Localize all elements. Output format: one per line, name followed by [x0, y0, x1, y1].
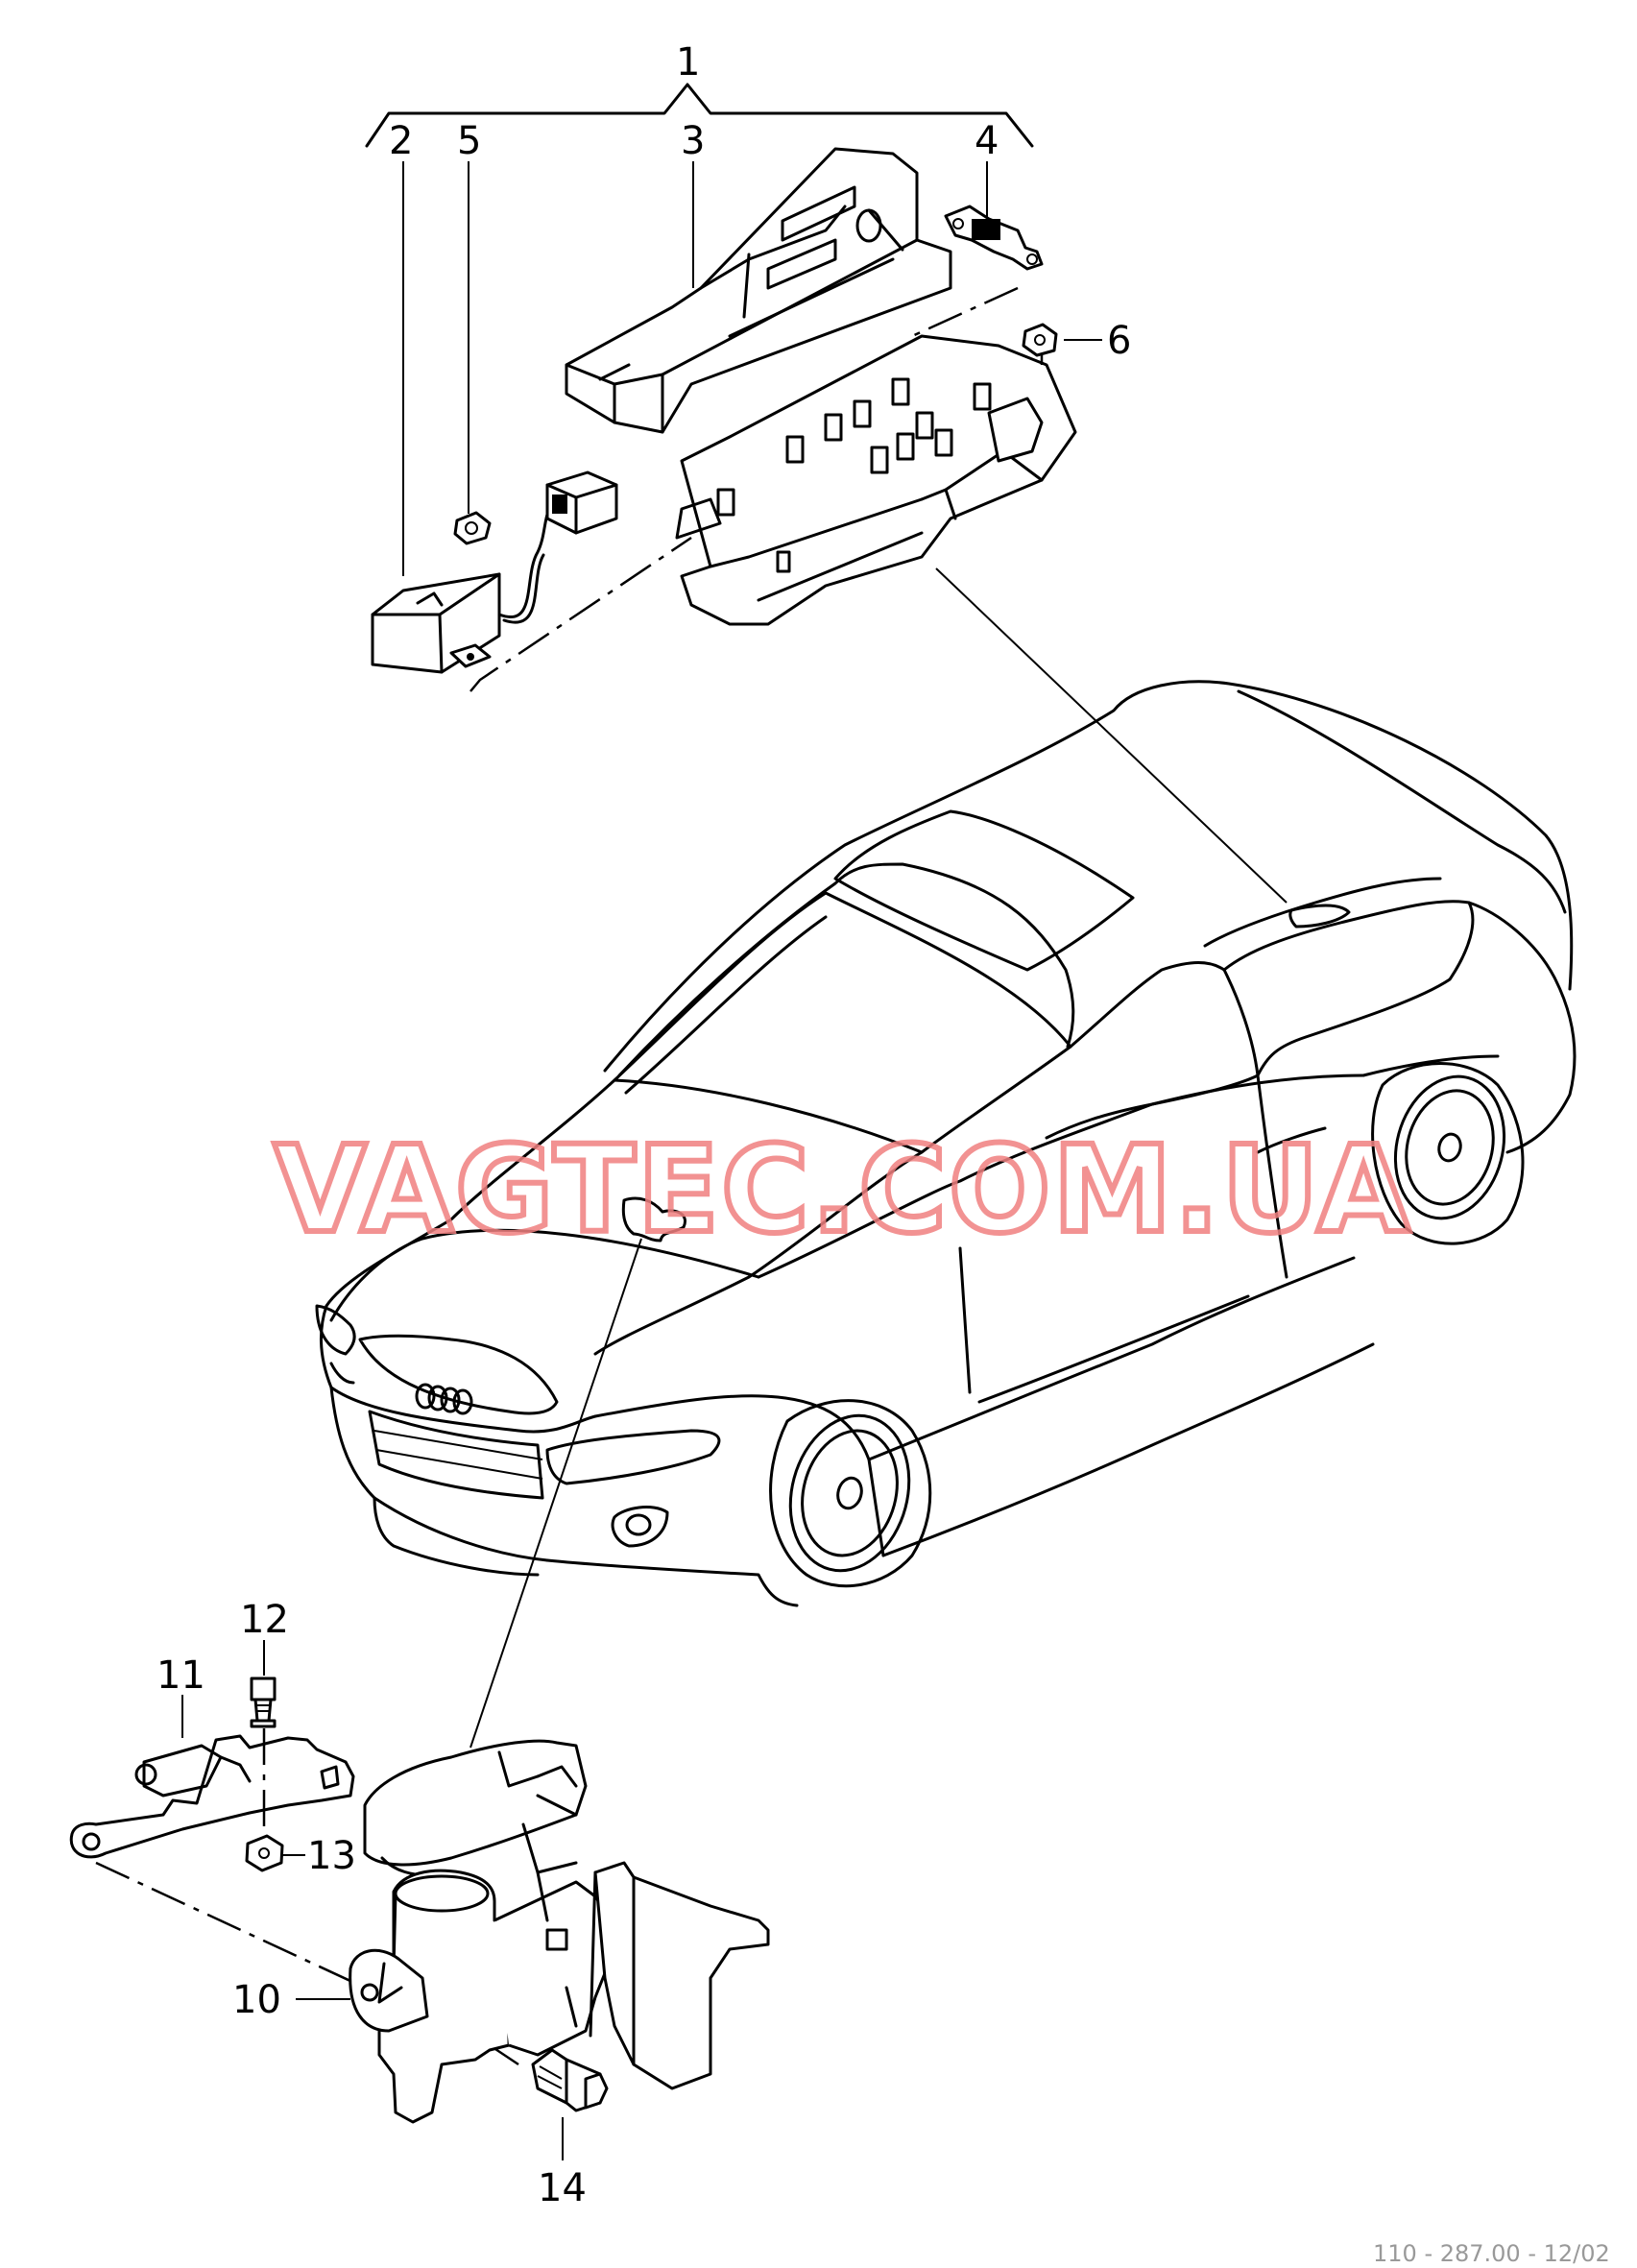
watermark-text: VAGTEC.COM.UA — [274, 1121, 1412, 1260]
callout-3: 3 — [681, 119, 705, 163]
diagram-reference-code: 110 - 287.00 - 12/02 — [1373, 2240, 1610, 2267]
callout-14: 14 — [538, 2166, 587, 2210]
clip-part-4 — [944, 205, 1044, 271]
callout-10: 10 — [232, 1978, 281, 2022]
mounting-bracket-part-3 — [565, 147, 1077, 626]
hex-bolt-part-14 — [531, 2048, 609, 2112]
module-bracket-part-10 — [349, 1739, 770, 2124]
callout-4: 4 — [975, 119, 999, 163]
callout-2: 2 — [389, 119, 413, 163]
leader-lines-bottom — [181, 1640, 564, 2160]
callout-1: 1 — [676, 40, 700, 84]
nut-part-5 — [449, 511, 492, 668]
vehicle-outline — [315, 680, 1577, 1607]
callout-5: 5 — [457, 119, 481, 163]
callout-6: 6 — [1107, 319, 1131, 363]
bolt-part-12 — [250, 1677, 277, 1728]
control-module-part-2 — [371, 470, 618, 674]
callout-13: 13 — [307, 1834, 356, 1878]
callout-12: 12 — [240, 1598, 289, 1642]
group-bracket-1 — [365, 83, 1034, 148]
flange-nut-part-6 — [1022, 323, 1058, 357]
nut-part-13 — [245, 1834, 284, 1872]
assembly-lines-top — [469, 286, 1044, 692]
callout-labels: 1 2 5 3 4 6 12 11 13 10 14 — [156, 40, 1131, 2210]
callout-11: 11 — [156, 1653, 205, 1698]
audi-rings-emblem — [415, 1383, 473, 1415]
leader-lines-top — [402, 161, 1102, 576]
stud-bolts — [716, 377, 1044, 573]
bracket-part-11 — [69, 1734, 355, 1859]
